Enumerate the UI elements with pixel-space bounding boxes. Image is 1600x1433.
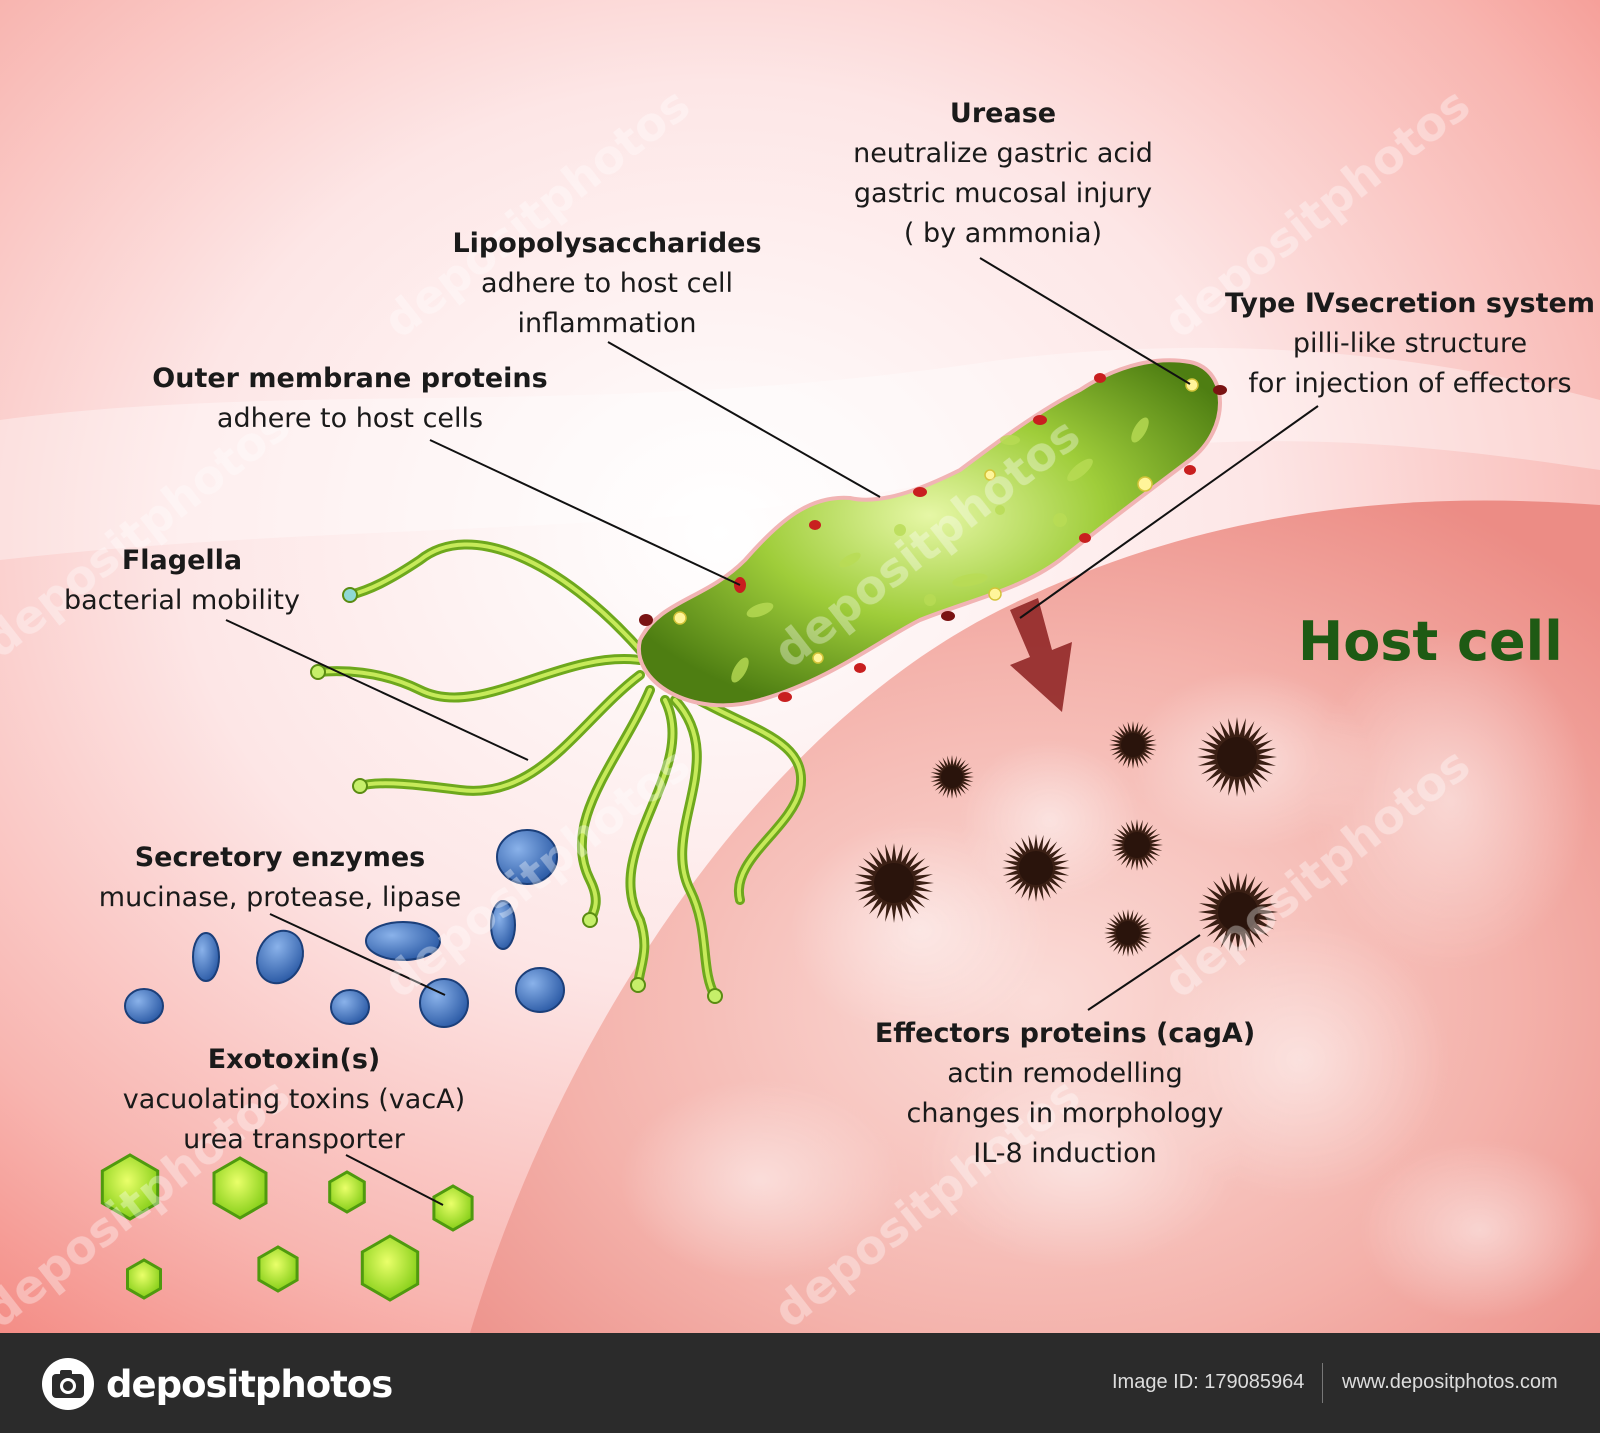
label-effector-proteins: Effectors proteins (cagA) actin remodell…: [875, 1014, 1255, 1174]
secretory-enzymes: [124, 829, 565, 1028]
illustration: depositphotos depositphotos depositphoto…: [0, 0, 1600, 1333]
label-effectors-line: IL-8 induction: [973, 1138, 1157, 1169]
label-exotoxin-line: urea transporter: [183, 1124, 405, 1155]
exotoxin-hexagon: [212, 1156, 268, 1220]
label-lps-line: adhere to host cell: [480, 268, 734, 299]
camera-icon: [42, 1358, 94, 1410]
label-effectors-line: actin remodelling: [947, 1058, 1183, 1089]
label-urease-line: neutralize gastric acid: [853, 138, 1153, 169]
effector-protein-core: [874, 863, 914, 903]
image-id: Image ID: 179085964: [1112, 1371, 1305, 1393]
label-lipopolysaccharides: Lipopolysaccharides adhere to host cell …: [452, 224, 761, 344]
footer-divider: [1322, 1363, 1323, 1403]
effector-protein-core: [941, 766, 963, 788]
effector-protein-core: [1218, 892, 1258, 932]
effector-protein-core: [1019, 851, 1053, 885]
label-lps-title: Lipopolysaccharides: [452, 228, 762, 259]
membrane-proteins: [639, 373, 1227, 702]
label-exotoxin-title: Exotoxin(s): [207, 1044, 381, 1075]
label-type-iv-secretion: Type Ⅳsecretion system pilli-like struct…: [1225, 284, 1595, 404]
label-flagella-line: bacterial mobility: [64, 585, 300, 616]
effector-protein-core: [1124, 832, 1150, 858]
effector-protein-core: [1116, 921, 1140, 945]
label-t4ss-title: Type Ⅳsecretion system: [1225, 288, 1595, 319]
footer-bar: depositphotos Image ID: 179085964 www.de…: [0, 1333, 1600, 1433]
host-cell-label: Host cell: [1298, 610, 1563, 673]
exotoxin-hexagon: [328, 1170, 366, 1214]
label-flagella: Flagella bacterial mobility: [64, 541, 300, 621]
label-enzymes-line: mucinase, protease, lipase: [98, 882, 462, 913]
effector-proteins: [854, 717, 1278, 957]
label-urease: Urease neutralize gastric acid gastric m…: [853, 94, 1153, 254]
injection-arrow: [1010, 598, 1072, 712]
label-effectors-line: changes in morphology: [906, 1098, 1224, 1129]
exotoxin-hexagon: [257, 1245, 299, 1293]
label-exotoxin-line: vacuolating toxins (vacA): [122, 1084, 466, 1115]
bacterium: [636, 358, 1227, 708]
label-urease-title: Urease: [949, 98, 1057, 129]
exotoxin-hexagon: [126, 1258, 162, 1300]
depositphotos-logo[interactable]: depositphotos: [40, 1355, 393, 1413]
label-enzymes-title: Secretory enzymes: [134, 842, 426, 873]
label-flagella-title: Flagella: [121, 545, 243, 576]
exotoxins: [100, 1153, 474, 1302]
effector-protein-core: [1217, 737, 1257, 777]
exotoxin-hexagon: [360, 1234, 420, 1302]
label-secretory-enzymes: Secretory enzymes mucinase, protease, li…: [99, 838, 461, 918]
label-outer-membrane-proteins: Outer membrane proteins adhere to host c…: [152, 359, 547, 439]
exotoxin-hexagon: [432, 1184, 474, 1232]
label-omp-title: Outer membrane proteins: [152, 363, 548, 394]
flagella: [310, 539, 807, 1004]
website-link[interactable]: www.depositphotos.com: [1342, 1371, 1558, 1393]
leader-lines: [225, 257, 1319, 1206]
label-lps-line: inflammation: [517, 308, 697, 339]
label-omp-line: adhere to host cells: [216, 403, 484, 434]
exotoxin-hexagon: [100, 1153, 160, 1221]
label-urease-line: gastric mucosal injury: [853, 178, 1153, 209]
label-exotoxins: Exotoxin(s) vacuolating toxins (vacA) ur…: [123, 1040, 465, 1160]
logo-text: depositphotos: [106, 1362, 393, 1406]
label-t4ss-line: pilli-like structure: [1292, 328, 1528, 359]
label-urease-line: ( by ammonia): [903, 218, 1103, 249]
effector-protein-core: [1121, 733, 1145, 757]
label-effectors-title: Effectors proteins (cagA): [874, 1018, 1256, 1049]
label-t4ss-line: for injection of effectors: [1248, 368, 1572, 399]
